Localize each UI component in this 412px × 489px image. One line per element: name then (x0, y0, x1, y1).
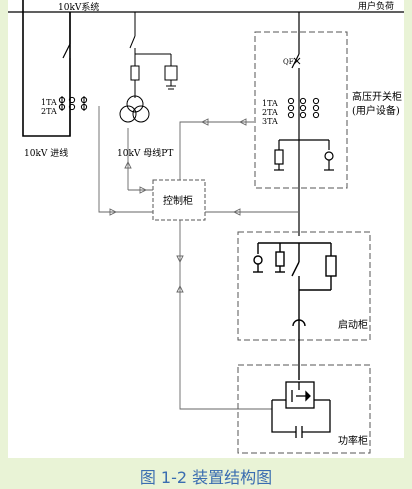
qf-label: QF (283, 58, 294, 66)
ta-left-1: 1TA (41, 98, 57, 107)
hv-cabinet-frame (254, 31, 348, 189)
hv-cabinet-label-1: 高压开关柜 (352, 90, 402, 103)
control-cabinet-box (152, 179, 206, 221)
ta-right-1: 1TA (262, 99, 278, 108)
diagram-panel (8, 0, 404, 458)
start-cabinet-circuit (253, 242, 337, 380)
right-ta-symbols (287, 97, 320, 119)
ta-left-2: 2TA (41, 107, 57, 116)
power-cabinet-circuit (271, 381, 331, 438)
incoming-line-label: 10kV 进线 (24, 147, 68, 159)
user-load-label: 用户负荷 (358, 0, 394, 12)
left-ta-symbols (58, 96, 88, 111)
incoming-line (22, 0, 71, 137)
incoming-switch (62, 43, 71, 59)
ta-right-2: 2TA (262, 108, 278, 117)
power-cabinet-frame (237, 364, 371, 454)
bus-pt-label: 10kV 母线PT (117, 147, 173, 159)
bus-system-label: 10kV系统 (58, 1, 99, 13)
signal-lines (98, 106, 299, 410)
qf-switch-mark (293, 57, 301, 65)
hv-cabinet-circuit (274, 12, 334, 236)
start-cabinet-label: 启动柜 (338, 318, 368, 331)
ta-right-3: 3TA (262, 117, 278, 126)
hv-cabinet-label-2: (用户设备) (352, 104, 400, 117)
start-ct-icon (292, 319, 306, 327)
bus-pt (119, 12, 178, 123)
power-cabinet-label: 功率柜 (338, 434, 368, 447)
start-cabinet-frame (237, 231, 371, 341)
signal-arrows (109, 118, 247, 293)
control-cabinet-label: 控制柜 (163, 194, 193, 207)
figure-caption: 图 1-2 装置结构图 (139, 468, 273, 487)
igbt-module-icon (285, 381, 315, 409)
